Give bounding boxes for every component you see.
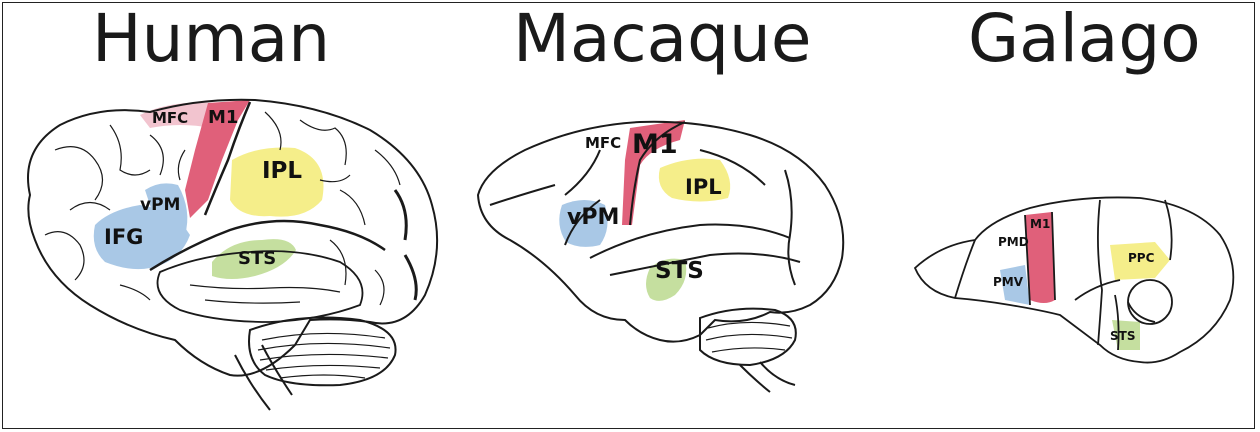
human-label-ipl: IPL: [262, 158, 302, 184]
galago-temporal-curve: [1128, 302, 1155, 322]
galago-label-sts: STS: [1110, 329, 1135, 343]
human-occipital-sulci: [395, 190, 416, 300]
human-brain: [28, 100, 437, 410]
macaque-label-ipl: IPL: [685, 175, 722, 199]
galago-temporal-circle: [1128, 280, 1172, 324]
human-label-ifg: IFG: [104, 225, 143, 249]
macaque-cerebellum-folia: [706, 322, 792, 352]
macaque-lunate-sulcus: [785, 170, 795, 285]
galago-label-pmd: PMD: [998, 235, 1029, 249]
galago-label-pmv: PMV: [993, 275, 1024, 289]
macaque-sts-sulcus: [610, 254, 800, 275]
macaque-label-mfc: MFC: [585, 134, 621, 152]
galago-olfactory-bulb: [955, 240, 975, 298]
macaque-label-vpm: vPM: [567, 205, 619, 230]
macaque-principal-sulcus: [490, 185, 555, 205]
galago-outline: [915, 197, 1233, 362]
macaque-labels: MFC M1 IPL vPM STS: [567, 129, 722, 284]
macaque-brain: [478, 120, 843, 392]
galago-lateral-sulcus: [1075, 280, 1120, 300]
macaque-lateral-sulcus: [590, 225, 790, 258]
human-label-mfc: MFC: [152, 109, 188, 127]
galago-label-ppc: PPC: [1128, 251, 1155, 265]
macaque-label-m1: M1: [632, 129, 678, 160]
human-label-sts: STS: [238, 248, 276, 269]
macaque-brainstem: [740, 362, 795, 392]
macaque-label-sts: STS: [655, 258, 704, 284]
human-label-m1: M1: [208, 107, 238, 128]
human-outline: [28, 100, 437, 376]
galago-label-m1: M1: [1030, 217, 1050, 231]
galago-brain: [915, 197, 1233, 362]
human-label-vpm: vPM: [140, 195, 180, 215]
